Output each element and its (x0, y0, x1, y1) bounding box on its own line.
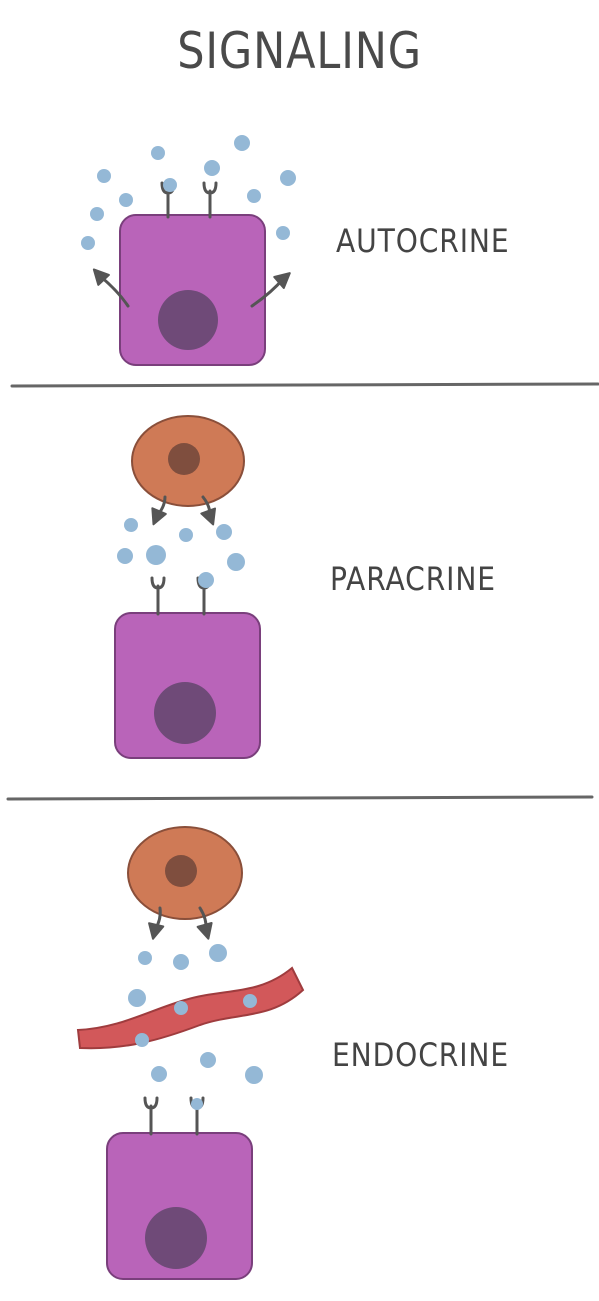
arrow-head (196, 921, 213, 940)
target-cell-nucleus (158, 290, 218, 350)
signal-molecule (247, 189, 261, 203)
signal-molecule (146, 545, 166, 565)
divider-line (10, 382, 599, 388)
signal-molecule (117, 548, 133, 564)
autocrine-panel (81, 135, 296, 366)
signal-molecule (216, 524, 232, 540)
signaling-cell-nucleus (165, 855, 197, 887)
signal-molecule (179, 528, 193, 542)
receptor (143, 1096, 159, 1136)
signal-molecule (200, 1052, 216, 1068)
signal-molecule (191, 1098, 203, 1110)
arrow-head (273, 272, 291, 289)
signal-molecule (198, 572, 214, 588)
signal-molecule (204, 160, 220, 176)
signal-molecule (135, 1033, 149, 1047)
diagram-title: SIGNALING (177, 22, 422, 80)
target-cell-nucleus (145, 1207, 207, 1269)
signal-molecule (81, 236, 95, 250)
signal-molecule (280, 170, 296, 186)
paracrine-panel (114, 415, 261, 759)
signal-molecule (124, 518, 138, 532)
signal-molecule (209, 944, 227, 962)
signal-molecule (128, 989, 146, 1007)
signal-molecule (90, 207, 104, 221)
blood-vessel (76, 966, 305, 1050)
arrow-head (148, 922, 165, 940)
signal-molecule (97, 169, 111, 183)
receptor (202, 181, 218, 219)
endocrine-panel (76, 826, 305, 1280)
signal-molecule (243, 994, 257, 1008)
endocrine-label: ENDOCRINE (332, 1036, 510, 1074)
paracrine-label: PARACRINE (330, 560, 496, 598)
signal-molecule (138, 951, 152, 965)
signal-molecule (174, 1001, 188, 1015)
signal-molecule (173, 954, 189, 970)
arrow-head (92, 268, 110, 286)
signal-molecule (151, 146, 165, 160)
arrow-head (151, 507, 167, 526)
signaling-cell-nucleus (168, 443, 200, 475)
target-cell-nucleus (154, 682, 216, 744)
signal-molecule (227, 553, 245, 571)
receptor (150, 576, 166, 616)
divider-line (6, 795, 594, 801)
target-cell (119, 214, 266, 366)
signal-molecule (163, 178, 177, 192)
autocrine-label: AUTOCRINE (336, 222, 510, 260)
signal-molecule (151, 1066, 167, 1082)
signal-molecule (245, 1066, 263, 1084)
signal-molecule (234, 135, 250, 151)
target-cell (106, 1132, 253, 1280)
arrow-head (200, 507, 216, 526)
signal-molecule (276, 226, 290, 240)
signal-molecule (119, 193, 133, 207)
